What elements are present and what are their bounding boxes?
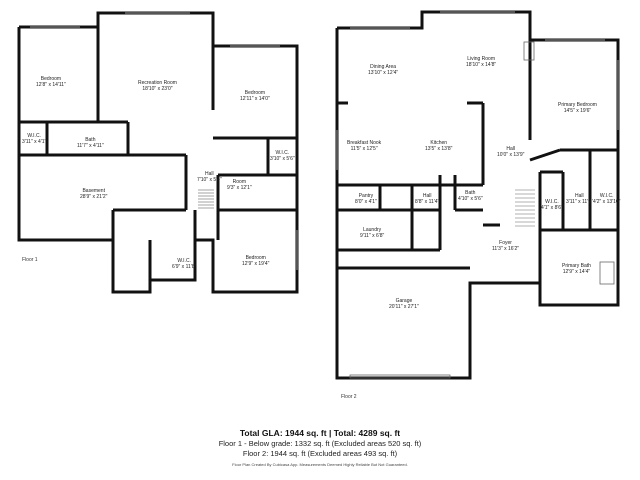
floor-1-label: Floor 1 bbox=[22, 257, 38, 263]
fireplace-icon bbox=[523, 41, 535, 61]
floor-2-fixtures bbox=[349, 41, 615, 379]
floor-2-area: Floor 2: 1944 sq. ft (Excluded areas 493… bbox=[242, 448, 398, 458]
floor-2-outline bbox=[335, 10, 620, 380]
floor-2-label: Floor 2 bbox=[341, 394, 357, 400]
room-label-wic: W.I.C.3'10" x 5'6" bbox=[270, 150, 295, 162]
floor-1-stairs bbox=[198, 189, 214, 209]
floor-1-windows bbox=[30, 12, 298, 270]
floor-2-wall bbox=[529, 148, 561, 162]
floor-2-stairs bbox=[515, 189, 535, 227]
room-label-wic: W.I.C.4'1" x 8'6" bbox=[541, 199, 563, 211]
floor-1-outline bbox=[17, 11, 299, 294]
floor-1-walls bbox=[17, 11, 299, 294]
tub-icon bbox=[599, 261, 615, 285]
area-summary: Total GLA: 1944 sq. ft | Total: 4289 sq.… bbox=[0, 428, 640, 467]
room-label-wic: W.I.C.4'2" x 13'10" bbox=[593, 193, 621, 205]
garage-door-icon bbox=[349, 374, 451, 379]
total-gla: Total GLA: 1944 sq. ft | Total: 4289 sq.… bbox=[239, 428, 401, 438]
floor-1-area: Floor 1 - Below grade: 1332 sq. ft (Excl… bbox=[218, 439, 422, 448]
floor-2-windows bbox=[336, 11, 619, 170]
disclaimer: Floor Plan Created By Cubicasa App. Meas… bbox=[232, 462, 408, 467]
floor-2-walls bbox=[335, 10, 620, 380]
room-label-wic: W.I.C.3'11" x 4'1" bbox=[22, 133, 47, 145]
room-label-wic: W.I.C.6'9" x 11'8" bbox=[172, 258, 197, 270]
